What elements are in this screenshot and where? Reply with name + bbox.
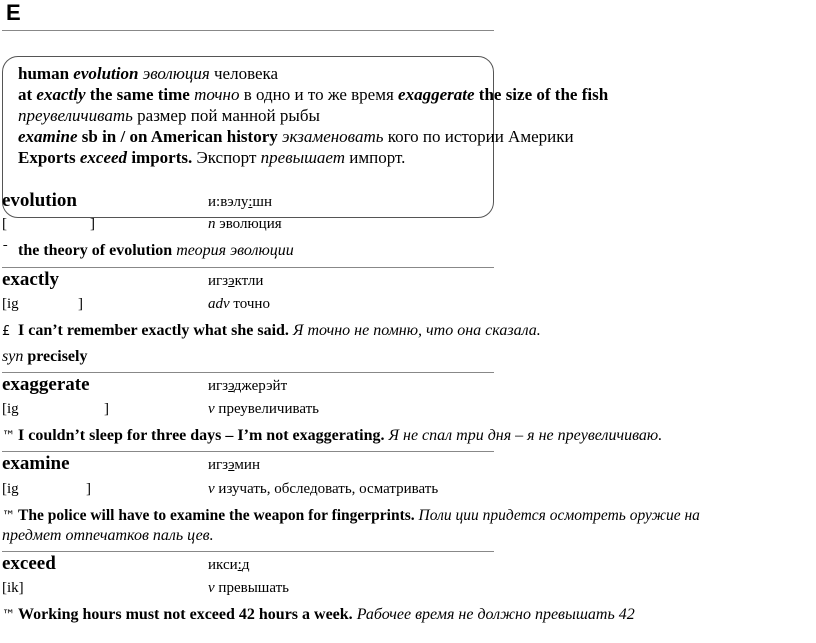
transcription-evolution: и:вэлу:шн: [208, 194, 272, 210]
headword-exactly: exactly: [2, 269, 59, 290]
headword-examine: examine: [2, 453, 70, 474]
section-letter: E: [6, 0, 21, 25]
divider: [2, 551, 494, 552]
ipa-close-exaggerate: ]: [104, 401, 109, 417]
ipa-close-evolution: ]: [90, 216, 95, 232]
meaning-evolution: n эволюция: [208, 216, 282, 232]
phrase-line-4: examine sb in / on American history экза…: [18, 127, 574, 146]
header-rule: [2, 30, 494, 31]
meaning-exceed: v превышать: [208, 580, 289, 596]
transcription-exceed: икси:д: [208, 557, 250, 573]
headword-exaggerate: exaggerate: [2, 374, 90, 395]
meaning-examine: v изучать, обследовать, осматривать: [208, 481, 439, 497]
divider: [2, 372, 494, 373]
phrase-line-3: преувеличивать размер пой манной рыбы: [18, 106, 320, 125]
ipa-open-exactly: [ig: [2, 296, 19, 312]
phrase-line-5: Exports exceed imports. Экспорт превышае…: [18, 148, 406, 167]
transcription-exactly: игзэктли: [208, 273, 264, 289]
ipa-open-exaggerate: [ig: [2, 401, 19, 417]
example-examine-continued: предмет отпечатков паль цев.: [2, 527, 214, 544]
example-exactly: £I can’t remember exactly what she said.…: [2, 322, 541, 339]
ipa-open-evolution: [: [2, 216, 7, 232]
transcription-examine: игзэмин: [208, 457, 260, 473]
synonym-exactly: syn precisely: [2, 348, 88, 365]
ipa-exceed: [ik]: [2, 580, 24, 596]
phrase-box: [2, 56, 494, 218]
meaning-exactly: adv точно: [208, 296, 270, 312]
headword-exceed: exceed: [2, 553, 56, 574]
headword-evolution: evolution: [2, 190, 77, 211]
divider: [2, 267, 494, 268]
ipa-close-examine: ]: [86, 481, 91, 497]
transcription-exaggerate: игзэджерэйт: [208, 378, 288, 394]
phrase-line-2: at exactly the same time точно в одно и …: [18, 85, 609, 104]
meaning-exaggerate: v преувеличивать: [208, 401, 320, 417]
divider: [2, 451, 494, 452]
ipa-close-exactly: ]: [78, 296, 83, 312]
ipa-open-examine: [ig: [2, 481, 19, 497]
phrase-line-1: human evolution эволюция человека: [18, 64, 279, 83]
